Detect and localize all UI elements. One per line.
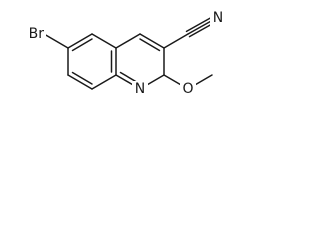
double-bond-c7-c8 — [71, 71, 93, 85]
bond-c3-cn — [163, 33, 189, 49]
double-bond-c5-c6 — [71, 38, 93, 52]
bond-c8-c8a — [91, 74, 117, 90]
label-bg-n-ring — [132, 81, 148, 97]
bond-c4a-c4 — [115, 33, 141, 49]
atom-n-nitrile: N — [213, 10, 223, 26]
bond-c5-c6 — [67, 33, 93, 49]
double-bond-c4-c3 — [139, 38, 161, 52]
bond-c4-c3 — [139, 33, 165, 49]
bond-c6-br — [43, 33, 69, 49]
label-bg-o — [180, 81, 196, 97]
atom-o: O — [182, 81, 193, 97]
bond-c4a-c5 — [91, 33, 117, 49]
triple-bond-nitrile-center — [187, 19, 214, 35]
bond-c7-c8 — [67, 74, 93, 90]
molecule-structure: Br N O N — [8, 10, 226, 97]
label-bg-n-nitrile — [210, 10, 226, 26]
label-bg-br — [8, 25, 46, 43]
atom-n-ring: N — [135, 81, 145, 97]
atom-br: Br — [29, 26, 45, 42]
triple-bond-nitrile-upper — [185, 16, 213, 33]
